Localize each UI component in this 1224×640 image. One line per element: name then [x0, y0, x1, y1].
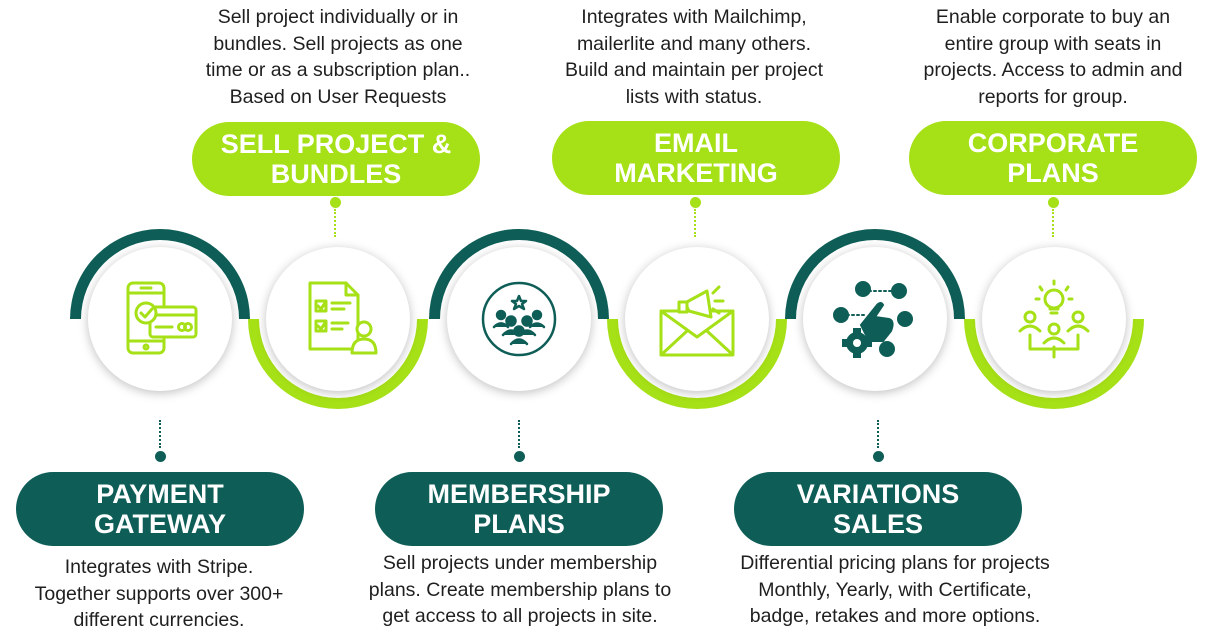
payment-gateway-node — [70, 229, 250, 409]
corporate-plans-node — [964, 229, 1144, 409]
network-hand-gear-icon — [833, 281, 913, 358]
corporate-plans-description: Enable corporate to buy an entire group … — [923, 6, 1183, 108]
sell-project-node — [248, 229, 428, 409]
email-marketing-pill: EMAIL MARKETING — [552, 121, 840, 195]
connector-line — [1052, 209, 1054, 237]
team-group-icon — [481, 281, 557, 357]
connector-dot — [690, 197, 701, 208]
email-marketing-node — [607, 229, 787, 409]
email-megaphone-icon — [659, 285, 735, 357]
connector-dot — [155, 451, 166, 462]
document-checklist-user-icon — [308, 281, 378, 355]
membership-plans-pill: MEMBERSHIP PLANS — [375, 472, 663, 546]
variations-sales-pill: VARIATIONS SALES — [734, 472, 1022, 546]
connector-dot — [330, 197, 341, 208]
payment-card-phone-icon — [126, 281, 198, 355]
variations-sales-node — [785, 229, 965, 409]
idea-team-hierarchy-icon — [1018, 279, 1090, 359]
membership-plans-node — [429, 229, 609, 409]
email-marketing-description: Integrates with Mailchimp, mailerlite an… — [565, 6, 823, 108]
connector-line — [694, 209, 696, 237]
connector-line — [159, 420, 161, 448]
connector-dot — [514, 451, 525, 462]
sell-project-bundles-pill: SELL PROJECT & BUNDLES — [192, 122, 480, 196]
connector-line — [877, 420, 879, 448]
connector-line — [518, 420, 520, 448]
connector-dot — [1048, 197, 1059, 208]
variations-sales-description: Differential pricing plans for projects … — [740, 552, 1050, 627]
payment-gateway-description: Integrates with Stripe. Together support… — [34, 556, 284, 631]
membership-plans-description: Sell projects under membership plans. Cr… — [368, 552, 672, 627]
payment-gateway-pill: PAYMENT GATEWAY — [16, 472, 304, 546]
connector-dot — [873, 451, 884, 462]
connector-line — [334, 209, 336, 237]
corporate-plans-pill: CORPORATE PLANS — [909, 121, 1197, 195]
sell-project-description: Sell project individually or in bundles.… — [205, 6, 471, 108]
